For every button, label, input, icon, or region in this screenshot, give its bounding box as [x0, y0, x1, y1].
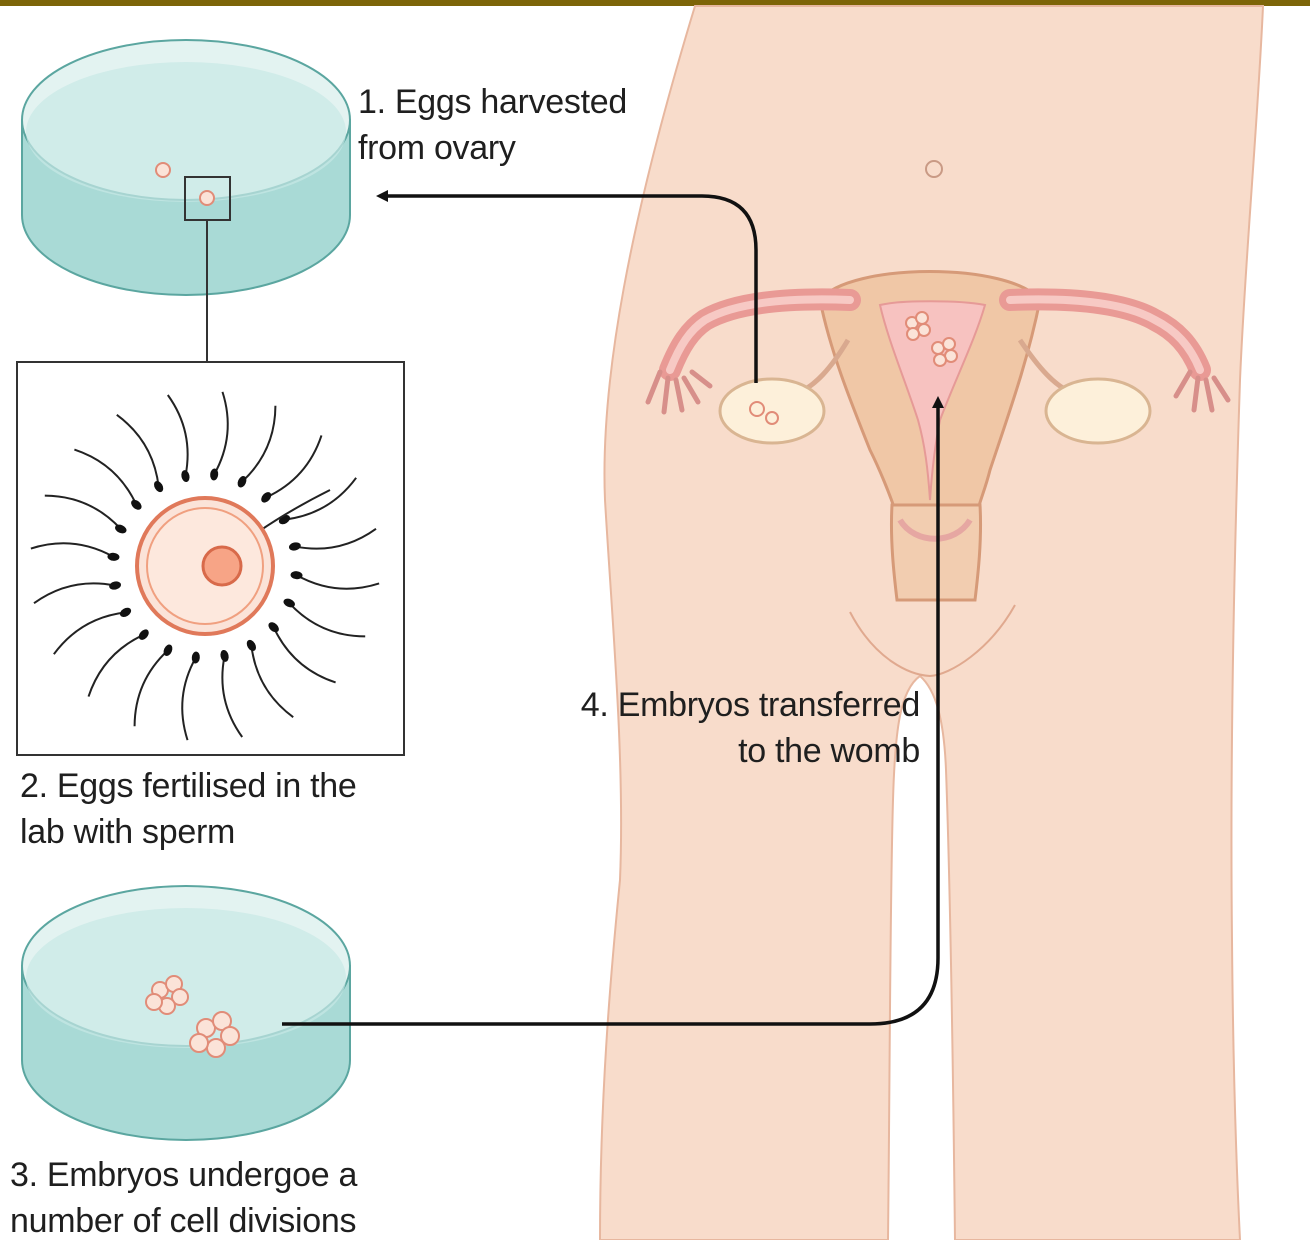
egg-cell-icon — [156, 163, 170, 177]
step-1-label: 1. Eggs harvested from ovary — [358, 79, 627, 171]
petri-dish-icon — [22, 886, 350, 1140]
petri-dish-icon — [22, 40, 350, 295]
body-silhouette — [600, 6, 1263, 1240]
step-4-label: 4. Embryos transferred to the womb — [538, 682, 920, 774]
egg-cell-icon — [200, 191, 214, 205]
fertilisation-panel — [17, 362, 404, 755]
navel — [926, 161, 942, 177]
step-3-label: 3. Embryos undergoe a number of cell div… — [10, 1152, 357, 1244]
step-2-label: 2. Eggs fertilised in the lab with sperm — [20, 763, 356, 855]
